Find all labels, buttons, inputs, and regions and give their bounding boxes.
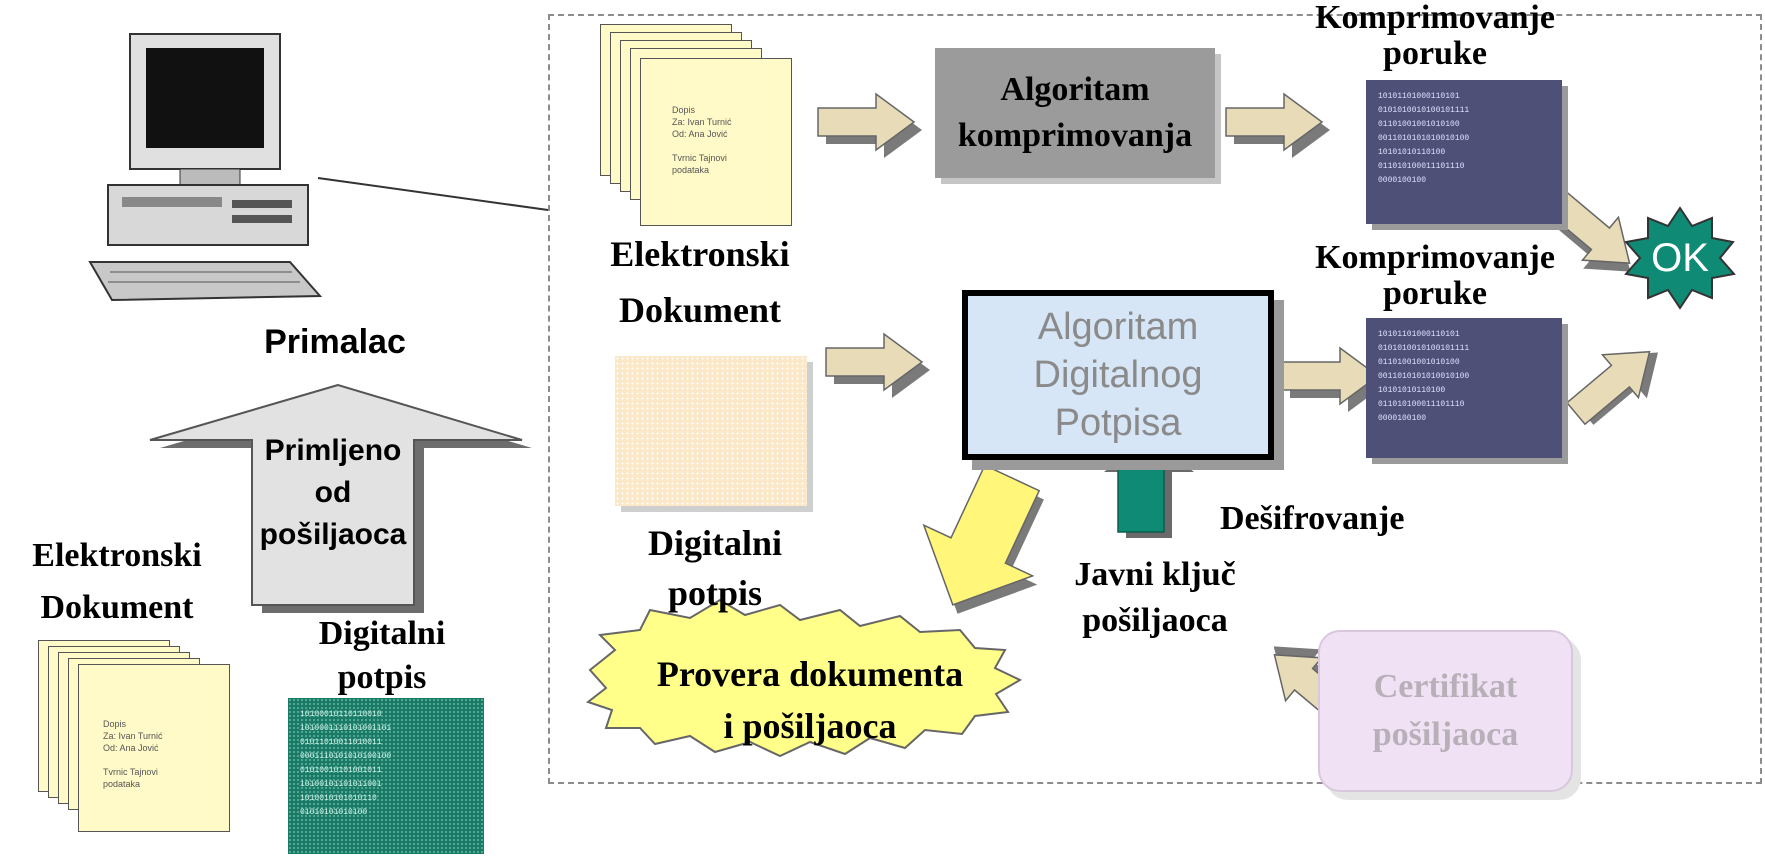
ok-text: OK — [1651, 236, 1709, 280]
left-doc-label: Elektronski Dokument — [32, 537, 202, 626]
process-frame — [548, 14, 1762, 784]
compression-algorithm-text: Algoritam komprimovanja — [957, 71, 1193, 154]
connector-line — [317, 177, 549, 211]
digital-signature-algorithm-box: Algoritam Digitalnog Potpisa — [962, 290, 1274, 460]
recipient-label: Primalac — [264, 323, 406, 361]
sender-certificate-text: Certifikat pošiljaoca — [1372, 668, 1519, 753]
sender-certificate-box: Certifikat pošiljaoca — [1318, 630, 1573, 792]
flow-sig-label: Digitalni potpis — [647, 523, 782, 613]
left-document-stack: Dopis Za: Ivan Turnić Od: Ana Jović Tvrn… — [38, 640, 238, 840]
compressed-message-2: 10101101000110101 0101010010100101111 01… — [1366, 318, 1562, 458]
computer-icon — [88, 33, 323, 302]
flow-doc-label: Elektronski Dokument — [610, 234, 790, 330]
compressed-message-1: 10101101000110101 0101010010100101111 01… — [1366, 80, 1562, 224]
flow-doc-text: Dopis Za: Ivan Turnić Od: Ana Jović Tvrn… — [672, 105, 732, 175]
compression-algorithm-box: Algoritam komprimovanja — [935, 48, 1215, 178]
left-doc-text: Dopis Za: Ivan Turnić Od: Ana Jović Tvrn… — [103, 719, 163, 789]
flow-document-stack: Dopis Za: Ivan Turnić Od: Ana Jović Tvrn… — [600, 24, 810, 226]
flow-signature-box — [615, 356, 807, 506]
decrypt-label: Dešifrovanje — [1220, 500, 1405, 537]
digital-signature-algorithm-text: Algoritam Digitalnog Potpisa — [1033, 306, 1203, 444]
compress-label-2: Komprimovanje poruke — [1315, 239, 1555, 312]
verify-label: Provera dokumenta i pošiljaoca — [656, 654, 964, 746]
compress-label-1: Komprimovanje poruke — [1315, 0, 1555, 72]
left-sig-label: Digitalni potpis — [318, 615, 446, 696]
left-sig-binary: 10100010110110010 1010001110101001101 01… — [288, 698, 484, 854]
verify-burst — [585, 598, 1023, 758]
verify-arrow — [922, 464, 1044, 614]
received-arrow — [149, 383, 532, 613]
ok-badge — [1624, 206, 1736, 310]
public-key-label: Javni ključ pošiljaoca — [1074, 556, 1236, 639]
received-arrow-text: Primljeno od pošiljaoca — [259, 434, 407, 551]
